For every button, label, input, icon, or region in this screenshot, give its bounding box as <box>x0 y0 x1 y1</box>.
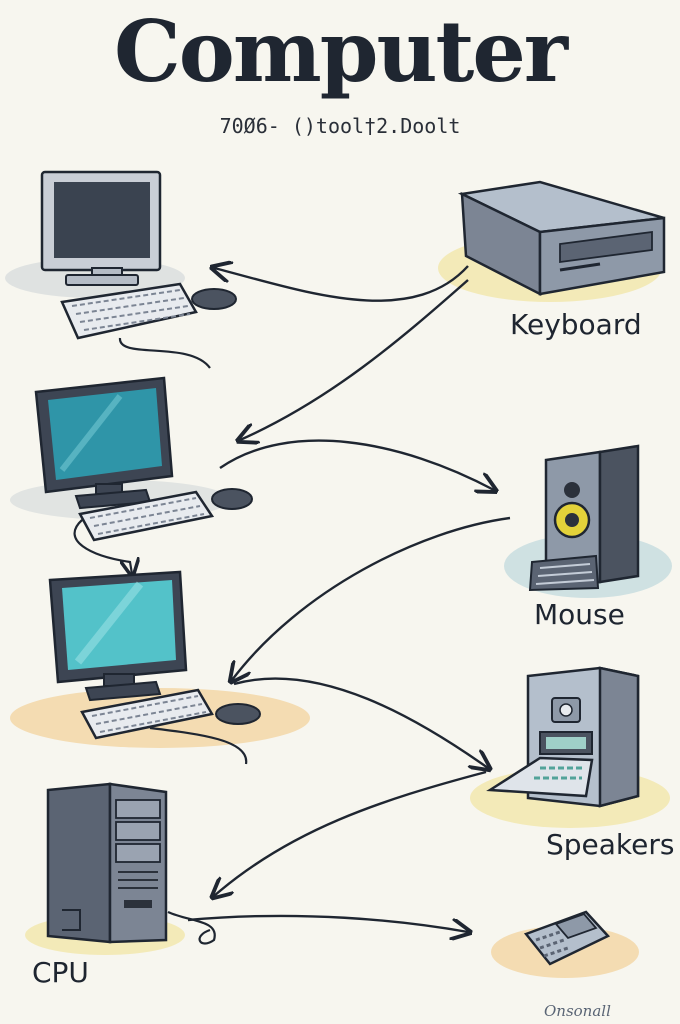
cable-1 <box>118 337 211 369</box>
console <box>470 666 670 828</box>
arrow-speaker-to-computer-3 <box>232 516 511 680</box>
computer-1 <box>5 170 237 369</box>
arrow-cpu-to-small-device <box>187 914 468 932</box>
speaker-icon <box>528 444 640 592</box>
arrow-drive-to-computer-1 <box>214 266 469 302</box>
cpu-tower-icon <box>46 782 168 944</box>
drive-box-icon <box>457 180 666 297</box>
label-keyboard: Keyboard <box>510 308 642 341</box>
console-icon <box>486 666 640 808</box>
small-device <box>491 910 639 978</box>
mouse-1-icon <box>191 288 237 310</box>
computer-3 <box>10 570 310 765</box>
arrow-drive-to-computer-2 <box>240 279 469 440</box>
arrow-computer-3-to-console <box>233 677 488 768</box>
drive-box <box>438 180 666 302</box>
monitor-2-icon <box>34 376 174 510</box>
page-subtitle: 70Ø6- ()tool†2.Doolt <box>219 114 461 138</box>
small-device-icon <box>523 910 611 966</box>
cpu-cable <box>167 910 216 945</box>
cable-2 <box>73 519 132 574</box>
mouse-2-icon <box>211 488 253 510</box>
arrows <box>187 266 511 932</box>
arrow-console-to-cpu <box>214 770 487 896</box>
monitor-1-icon <box>40 170 162 286</box>
arrow-computer-2-to-speaker <box>219 439 494 490</box>
keyboard-2-icon <box>78 490 215 542</box>
keyboard-1-icon <box>60 282 198 340</box>
cpu-tower <box>25 782 216 955</box>
page-title: Computer <box>113 2 568 101</box>
computer-2 <box>10 376 253 574</box>
label-cpu: CPU <box>32 956 89 989</box>
monitor-3-icon <box>48 570 188 702</box>
label-mouse: Mouse <box>534 598 625 631</box>
speaker <box>504 444 672 598</box>
mouse-3-icon <box>215 703 261 725</box>
cable-3 <box>149 726 248 765</box>
keyboard-3-icon <box>80 688 214 740</box>
signature: Onsonall <box>544 1002 611 1020</box>
label-speakers: Speakers <box>546 828 675 861</box>
